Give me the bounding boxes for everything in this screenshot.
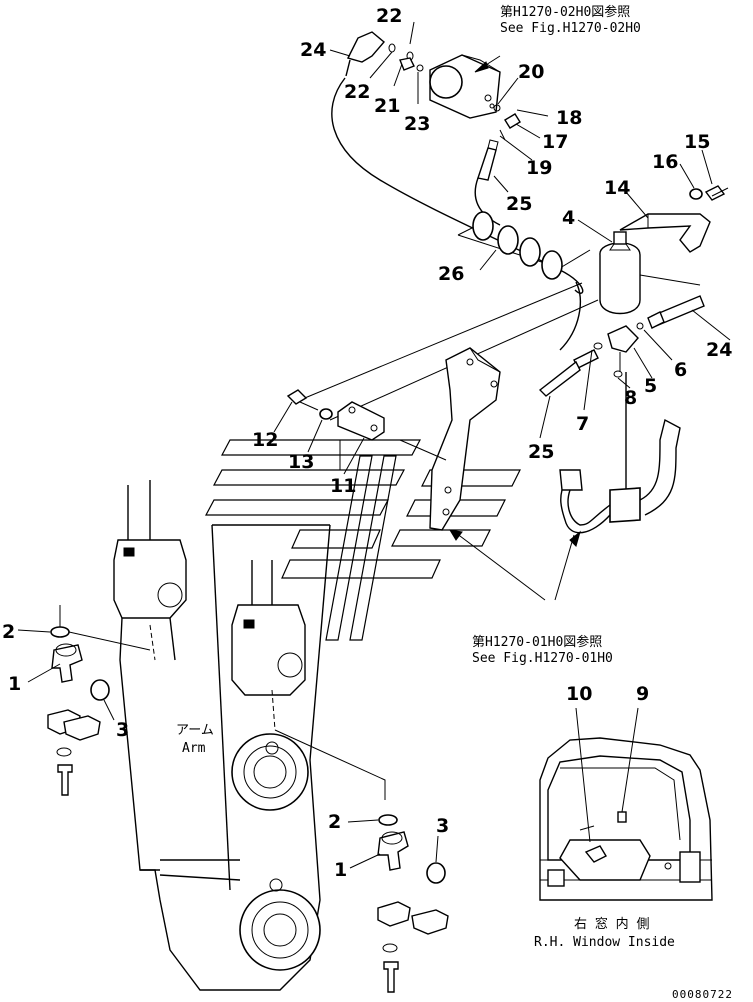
callout-24-right: 24: [706, 339, 732, 361]
callout-2-left: 2: [2, 621, 15, 643]
window-label-jp: 右 窓 内 側: [574, 916, 649, 932]
callout-12: 12: [252, 429, 278, 451]
callout-10: 10: [566, 683, 592, 705]
callout-11: 11: [330, 475, 356, 497]
arm-label-en: Arm: [182, 741, 206, 756]
callout-19: 19: [526, 157, 552, 179]
ref-note-mid-jp: 第H1270-01H0図参照: [472, 634, 602, 650]
callout-22-lower: 22: [344, 81, 370, 103]
callout-7: 7: [576, 413, 589, 435]
washer-pipe: [554, 372, 681, 601]
ref-note-mid-en: See Fig.H1270-01H0: [472, 651, 613, 666]
callout-labels: 22 24 22 21 23 20 18 17 19 25 15 16 14 4…: [2, 5, 732, 881]
mounting-brackets: [286, 282, 599, 601]
arm-structure: [113, 480, 331, 991]
callout-18: 18: [556, 107, 582, 129]
callout-3-right: 3: [436, 815, 449, 837]
callout-1-right: 1: [334, 859, 347, 881]
callout-13: 13: [288, 451, 314, 473]
callout-20: 20: [518, 61, 544, 83]
left-fitting-group: [47, 626, 110, 796]
callout-22-top: 22: [376, 5, 402, 27]
right-bottom-fitting-group: [377, 814, 449, 993]
accumulator-assembly: [538, 185, 729, 397]
callout-25-top: 25: [506, 193, 532, 215]
callout-21: 21: [374, 95, 400, 117]
clamp-set-26: [457, 211, 591, 280]
top-valve-assembly: [331, 31, 584, 294]
komatsu-watermark-logo: [205, 439, 521, 641]
callout-16: 16: [652, 151, 678, 173]
callout-5: 5: [644, 375, 657, 397]
arm-label-jp: アーム: [176, 723, 214, 738]
callout-23: 23: [404, 113, 430, 135]
drawing-number: 00080722: [672, 988, 733, 1001]
ref-note-top-jp: 第H1270-02H0図参照: [500, 4, 630, 20]
callout-8: 8: [624, 387, 637, 409]
callout-9: 9: [636, 683, 649, 705]
callout-1-left: 1: [8, 673, 21, 695]
window-label-en: R.H. Window Inside: [534, 935, 675, 950]
callout-2-right: 2: [328, 811, 341, 833]
callout-3-left: 3: [116, 719, 129, 741]
callout-24-top: 24: [300, 39, 326, 61]
callout-4: 4: [562, 207, 575, 229]
cab-window-view: [539, 737, 713, 901]
callout-leaders: [17, 21, 731, 869]
reference-notes: 第H1270-02H0図参照 See Fig.H1270-02H0 第H1270…: [176, 4, 733, 1001]
ref-note-top-en: See Fig.H1270-02H0: [500, 21, 641, 36]
callout-26: 26: [438, 263, 464, 285]
callout-15: 15: [684, 131, 710, 153]
callout-6: 6: [674, 359, 687, 381]
callout-17: 17: [542, 131, 568, 153]
callout-14: 14: [604, 177, 630, 199]
callout-25-mid: 25: [528, 441, 554, 463]
